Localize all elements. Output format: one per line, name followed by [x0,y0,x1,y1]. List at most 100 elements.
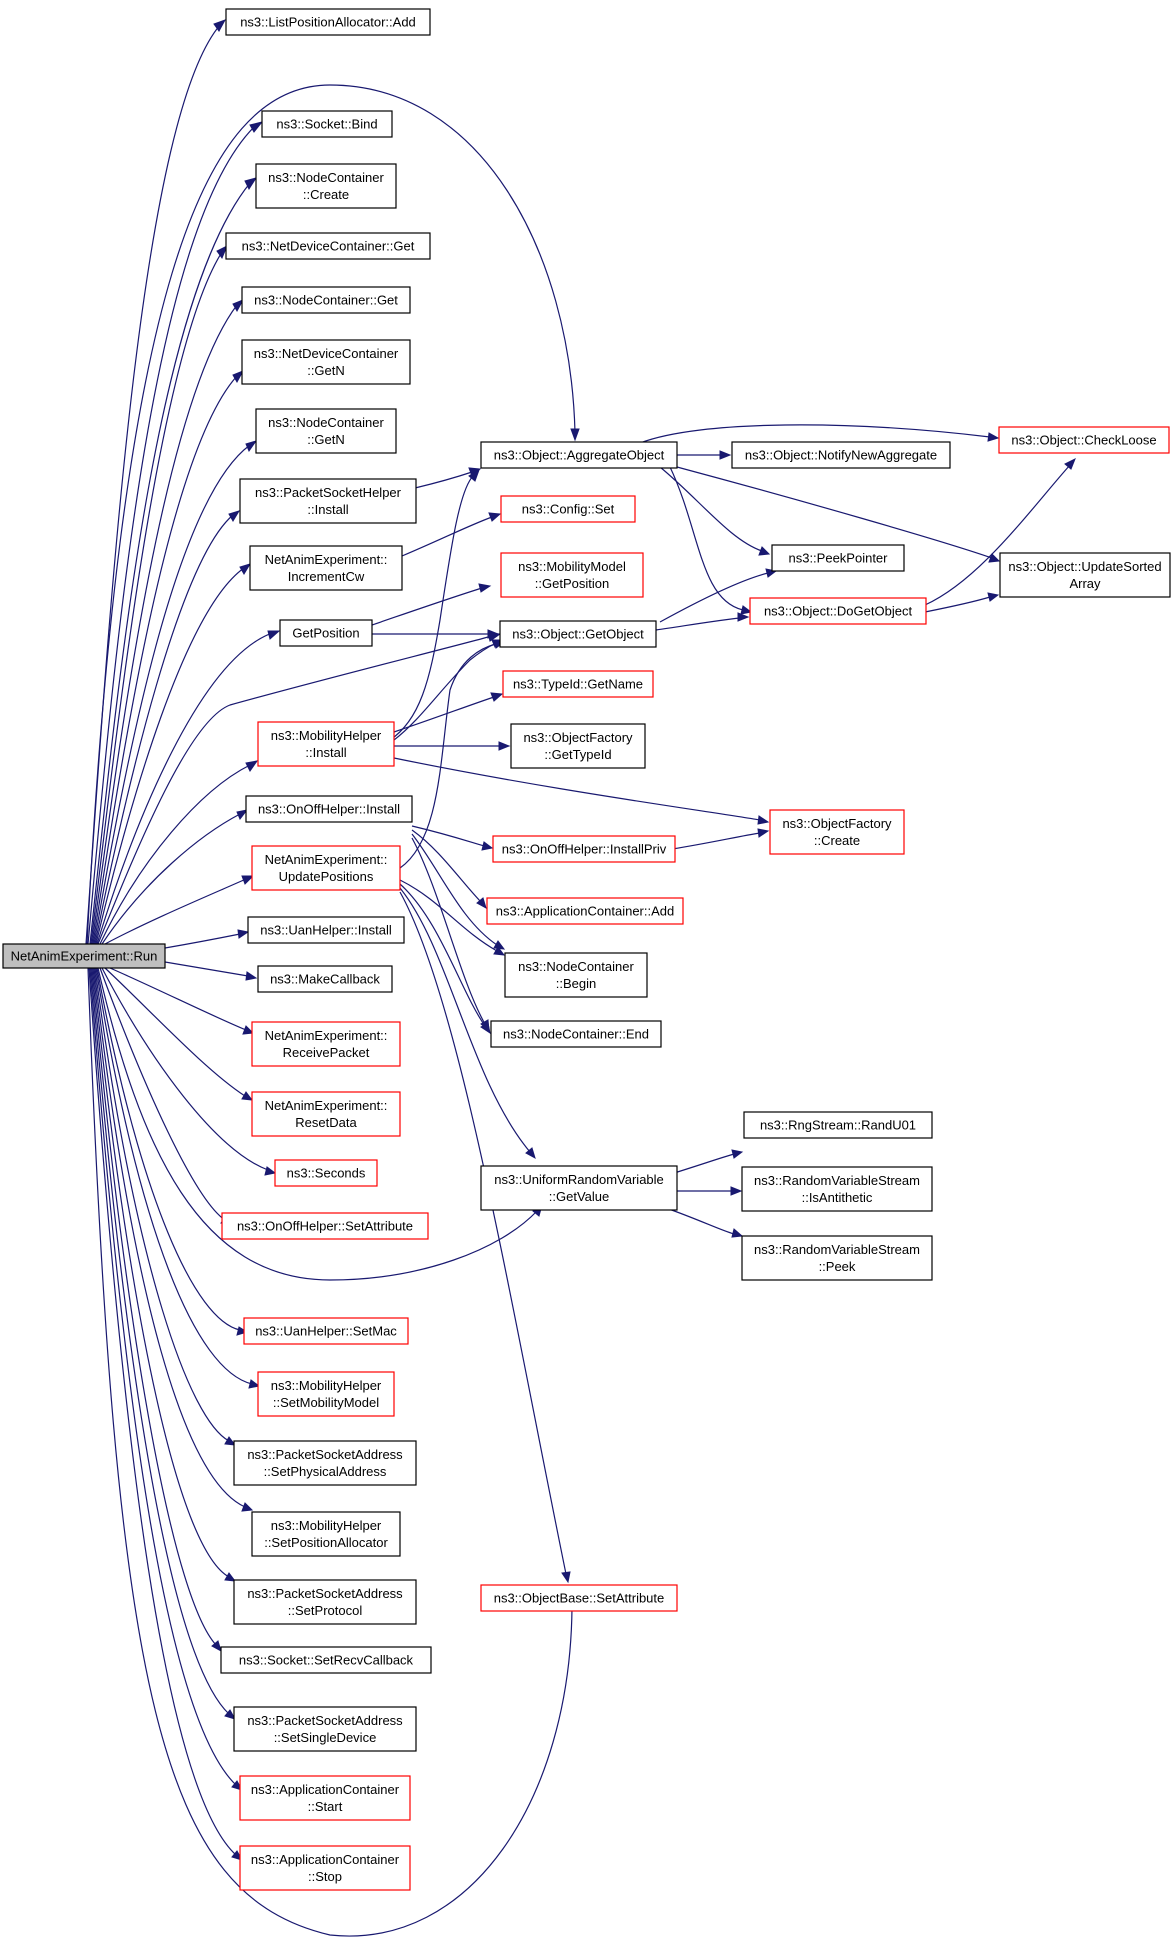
node-obj-agg[interactable]: ns3::Object::AggregateObject [480,441,678,469]
node-label: ::GetN [307,363,345,378]
node-label: ns3::Object::DoGetObject [764,604,913,619]
edge-run-to-psa-setproto [92,967,237,1582]
edge-run-to-nae-reset [104,967,254,1101]
node-rvs-isanti[interactable]: ns3::RandomVariableStream::IsAntithetic [741,1166,933,1212]
node-box [233,1706,417,1752]
node-getpos[interactable]: GetPosition [279,619,373,647]
node-sock-setrecv[interactable]: ns3::Socket::SetRecvCallback [220,1646,432,1674]
node-label: NetAnimExperiment:: [265,1028,388,1043]
edge-nae-inc-to-cfg-set [401,512,502,557]
node-cfg-set[interactable]: ns3::Config::Set [500,495,636,523]
node-makecb[interactable]: ns3::MakeCallback [257,965,393,993]
node-ac-stop[interactable]: ns3::ApplicationContainer::Stop [239,1845,411,1891]
node-psa-setphys[interactable]: ns3::PacketSocketAddress::SetPhysicalAdd… [233,1440,417,1486]
node-ooh-install[interactable]: ns3::OnOffHelper::Install [245,795,413,823]
node-nae-upd[interactable]: NetAnimExperiment::UpdatePositions [251,845,401,891]
node-nae-recv[interactable]: NetAnimExperiment::ReceivePacket [251,1021,401,1067]
node-obj-checkloose[interactable]: ns3::Object::CheckLoose [998,426,1170,454]
edge-run-to-mh-install [99,760,259,945]
node-mm-getpos[interactable]: ns3::MobilityModel::GetPosition [500,552,644,598]
node-ac-add[interactable]: ns3::ApplicationContainer::Add [486,897,684,925]
node-nae-reset[interactable]: NetAnimExperiment::ResetData [251,1091,401,1137]
node-mh-install[interactable]: ns3::MobilityHelper::Install [257,721,395,767]
node-nc-end[interactable]: ns3::NodeContainer::End [490,1020,662,1048]
node-obj-getobj[interactable]: ns3::Object::GetObject [499,620,657,648]
node-box [749,597,927,625]
edge-getpos-to-mm-getpos [371,583,492,626]
node-nc-begin[interactable]: ns3::NodeContainer::Begin [504,952,648,998]
edge-mh-to-obj-getobj [393,639,505,741]
node-uan-install[interactable]: ns3::UanHelper::Install [247,916,405,944]
edge-run-to-nc-get [91,299,245,945]
node-nc-create[interactable]: ns3::NodeContainer::Create [255,163,397,209]
node-label: ns3::UanHelper::SetMac [255,1324,397,1339]
node-label: NetAnimExperiment:: [265,1098,388,1113]
node-label: ::Peek [819,1259,856,1274]
node-mh-setpa[interactable]: ns3::MobilityHelper::SetPositionAllocato… [251,1511,401,1557]
edge-run-to-nae-recv [109,967,255,1035]
edge-run-to-makecb [164,961,258,981]
node-rvs-peek[interactable]: ns3::RandomVariableStream::Peek [741,1235,933,1281]
edge-run-to-socket-bind [87,121,264,945]
edge-run-to-ndc-get [90,244,228,945]
edge-obj-agg-to-peekptr [659,466,771,556]
node-label: ns3::UniformRandomVariable [494,1172,664,1187]
node-ndc-get[interactable]: ns3::NetDeviceContainer::Get [225,232,431,260]
node-label: ns3::Object::UpdateSorted [1008,559,1161,574]
node-box [480,441,678,469]
node-nae-inc[interactable]: NetAnimExperiment::IncrementCw [249,545,403,591]
node-psa-setsingle[interactable]: ns3::PacketSocketAddress::SetSingleDevic… [233,1706,417,1752]
node-label: ns3::Seconds [287,1166,366,1181]
edge-run-to-ndc-getn [92,370,245,945]
node-obj-notify[interactable]: ns3::Object::NotifyNewAggregate [731,441,951,469]
node-nc-getn[interactable]: ns3::NodeContainer::GetN [255,408,397,454]
edge-run-to-nc-create [89,177,258,945]
node-ob-setattr[interactable]: ns3::ObjectBase::SetAttribute [480,1584,678,1612]
node-peekptr[interactable]: ns3::PeekPointer [771,544,905,572]
node-box [241,339,411,385]
node-box [771,544,905,572]
node-seconds[interactable]: ns3::Seconds [274,1159,378,1187]
node-run[interactable]: NetAnimExperiment::Run [2,943,166,969]
node-psh-install[interactable]: ns3::PacketSocketHelper::Install [239,478,417,524]
node-psa-setproto[interactable]: ns3::PacketSocketAddress::SetProtocol [233,1579,417,1625]
node-tid-getname[interactable]: ns3::TypeId::GetName [502,670,654,698]
node-lpa-add[interactable]: ns3::ListPositionAllocator::Add [225,8,431,36]
node-of-create[interactable]: ns3::ObjectFactory::Create [769,809,905,855]
node-urv-getval[interactable]: ns3::UniformRandomVariable::GetValue [480,1165,678,1211]
node-ooh-setattr[interactable]: ns3::OnOffHelper::SetAttribute [221,1212,429,1240]
edge-obj-agg-to-checkloose [639,424,1000,444]
node-mh-setmm[interactable]: ns3::MobilityHelper::SetMobilityModel [257,1371,395,1417]
node-nc-get[interactable]: ns3::NodeContainer::Get [241,286,411,314]
node-label: ns3::OnOffHelper::InstallPriv [502,842,667,857]
node-rng-randu01[interactable]: ns3::RngStream::RandU01 [743,1111,933,1139]
node-ndc-getn[interactable]: ns3::NetDeviceContainer::GetN [241,339,411,385]
node-box [499,620,657,648]
edge-run-to-sock-setrecv [91,967,222,1653]
node-of-gettid[interactable]: ns3::ObjectFactory::GetTypeId [510,723,646,769]
edge-ooh-priv-to-of-create [671,828,770,850]
call-edges [85,19,1076,1937]
node-sock-bind[interactable]: ns3::Socket::Bind [261,110,393,138]
node-obj-dogetobj[interactable]: ns3::Object::DoGetObject [749,597,927,625]
node-box [731,441,951,469]
node-label: ns3::Object::NotifyNewAggregate [745,448,937,463]
node-label: ::Stop [308,1869,342,1884]
edge-mh-to-obj-agg [389,468,480,741]
node-label: ns3::NetDeviceContainer [254,346,399,361]
node-label: ns3::MakeCallback [270,972,380,987]
node-box [510,723,646,769]
node-ooh-priv[interactable]: ns3::OnOffHelper::InstallPriv [492,835,676,863]
edge-run-to-seconds [101,967,277,1176]
node-uan-setmac[interactable]: ns3::UanHelper::SetMac [243,1317,409,1345]
node-label: ns3::RandomVariableStream [754,1242,920,1257]
edge-mh-to-of-create [393,757,770,825]
node-label: ::SetProtocol [288,1603,363,1618]
edge-run-to-nc-getn [93,440,258,945]
node-box [257,721,395,767]
node-label: ::GetTypeId [544,747,611,762]
node-ac-start[interactable]: ns3::ApplicationContainer::Start [239,1775,411,1821]
node-label: ::GetPosition [535,576,609,591]
